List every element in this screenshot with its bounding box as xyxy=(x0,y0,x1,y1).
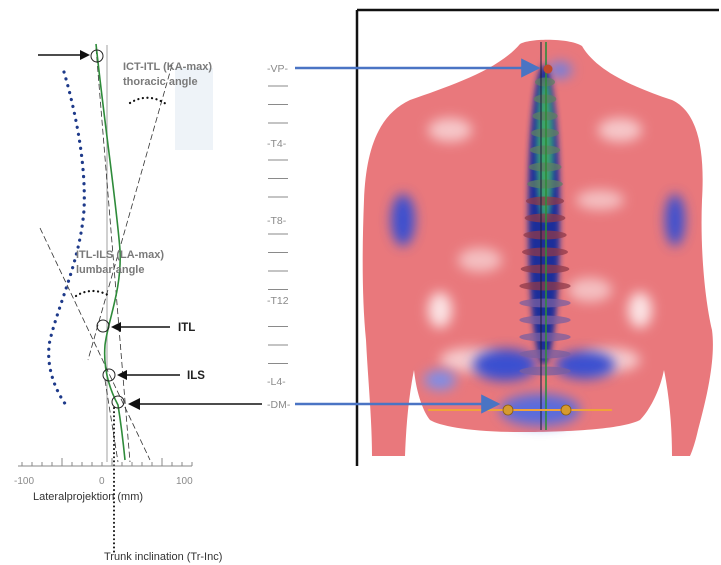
lumbar-angle-label-2: lumbar angle xyxy=(76,264,144,276)
ict-arrow xyxy=(38,50,90,60)
scale-label-dm: -DM- xyxy=(267,399,291,411)
thoracic-upper-line xyxy=(88,65,172,360)
scale-label-t4: -T4- xyxy=(267,138,287,150)
lumbar-tangent-line xyxy=(40,228,150,460)
thoracic-angle-label-2: thoracic angle xyxy=(123,76,198,88)
lumbar-angle-arc xyxy=(76,291,110,296)
ils-label: ILS xyxy=(187,370,205,382)
vertebra-shape xyxy=(531,129,559,138)
vertebra-shape xyxy=(522,248,568,257)
dm-arrow xyxy=(128,398,262,410)
vertebra-shape xyxy=(519,367,570,376)
vertebra-scale: -VP- -T4- -T8- -T12 -L4- -DM- xyxy=(267,63,291,411)
vertebra-shape xyxy=(519,299,570,308)
left-dimple-marker xyxy=(503,405,513,415)
ils-marker-circle xyxy=(103,369,115,381)
x-tick-label-0: 0 xyxy=(99,476,105,487)
scale-label-t12: -T12 xyxy=(267,295,289,307)
vertebra-shape xyxy=(532,112,557,121)
vertebra-shape xyxy=(535,78,555,87)
vertebra-shape xyxy=(526,197,564,206)
thoracic-angle-label-1: ICT-ITL (KA-max) xyxy=(123,61,212,73)
trunk-inclination-label: Trunk inclination (Tr-Inc) xyxy=(104,551,222,563)
right-dimple-marker xyxy=(561,405,571,415)
ils-arrow xyxy=(117,370,180,380)
back-topography-image xyxy=(357,10,719,466)
x-tick-label-neg100: -100 xyxy=(14,476,34,487)
vertebra-shape xyxy=(530,146,560,155)
vp-marker-dot xyxy=(544,65,553,74)
lumbar-angle-label-1: ITL-ILS (LA-max) xyxy=(76,249,164,261)
scale-label-vp: -VP- xyxy=(267,63,289,75)
itl-label: ITL xyxy=(178,322,195,334)
vertebra-shape xyxy=(525,214,566,223)
scale-label-t8: -T8- xyxy=(267,215,287,227)
vertebra-shape xyxy=(519,316,570,325)
vertebra-shape xyxy=(529,163,562,172)
x-tick-label-100: 100 xyxy=(176,476,193,487)
vertebra-shape xyxy=(527,180,563,189)
itl-arrow xyxy=(111,322,170,332)
x-axis-title: Lateralprojektion (mm) xyxy=(33,491,143,503)
vertebra-shape xyxy=(519,350,570,359)
vertebra-shape xyxy=(523,231,566,240)
lateral-profile-plot: ICT-ITL (KA-max) thoracic angle ITL-ILS … xyxy=(14,44,262,563)
scale-label-l4: -L4- xyxy=(267,376,286,388)
x-axis: -100 0 100 Lateralprojektion (mm) xyxy=(14,458,193,503)
vertebra-shape xyxy=(534,95,557,104)
vertebra-shape xyxy=(519,333,570,342)
lateral-dotted-line xyxy=(49,72,85,405)
thoracic-angle-arc xyxy=(130,98,166,104)
vertebra-shape xyxy=(521,265,570,274)
vertebra-shape xyxy=(519,282,570,291)
